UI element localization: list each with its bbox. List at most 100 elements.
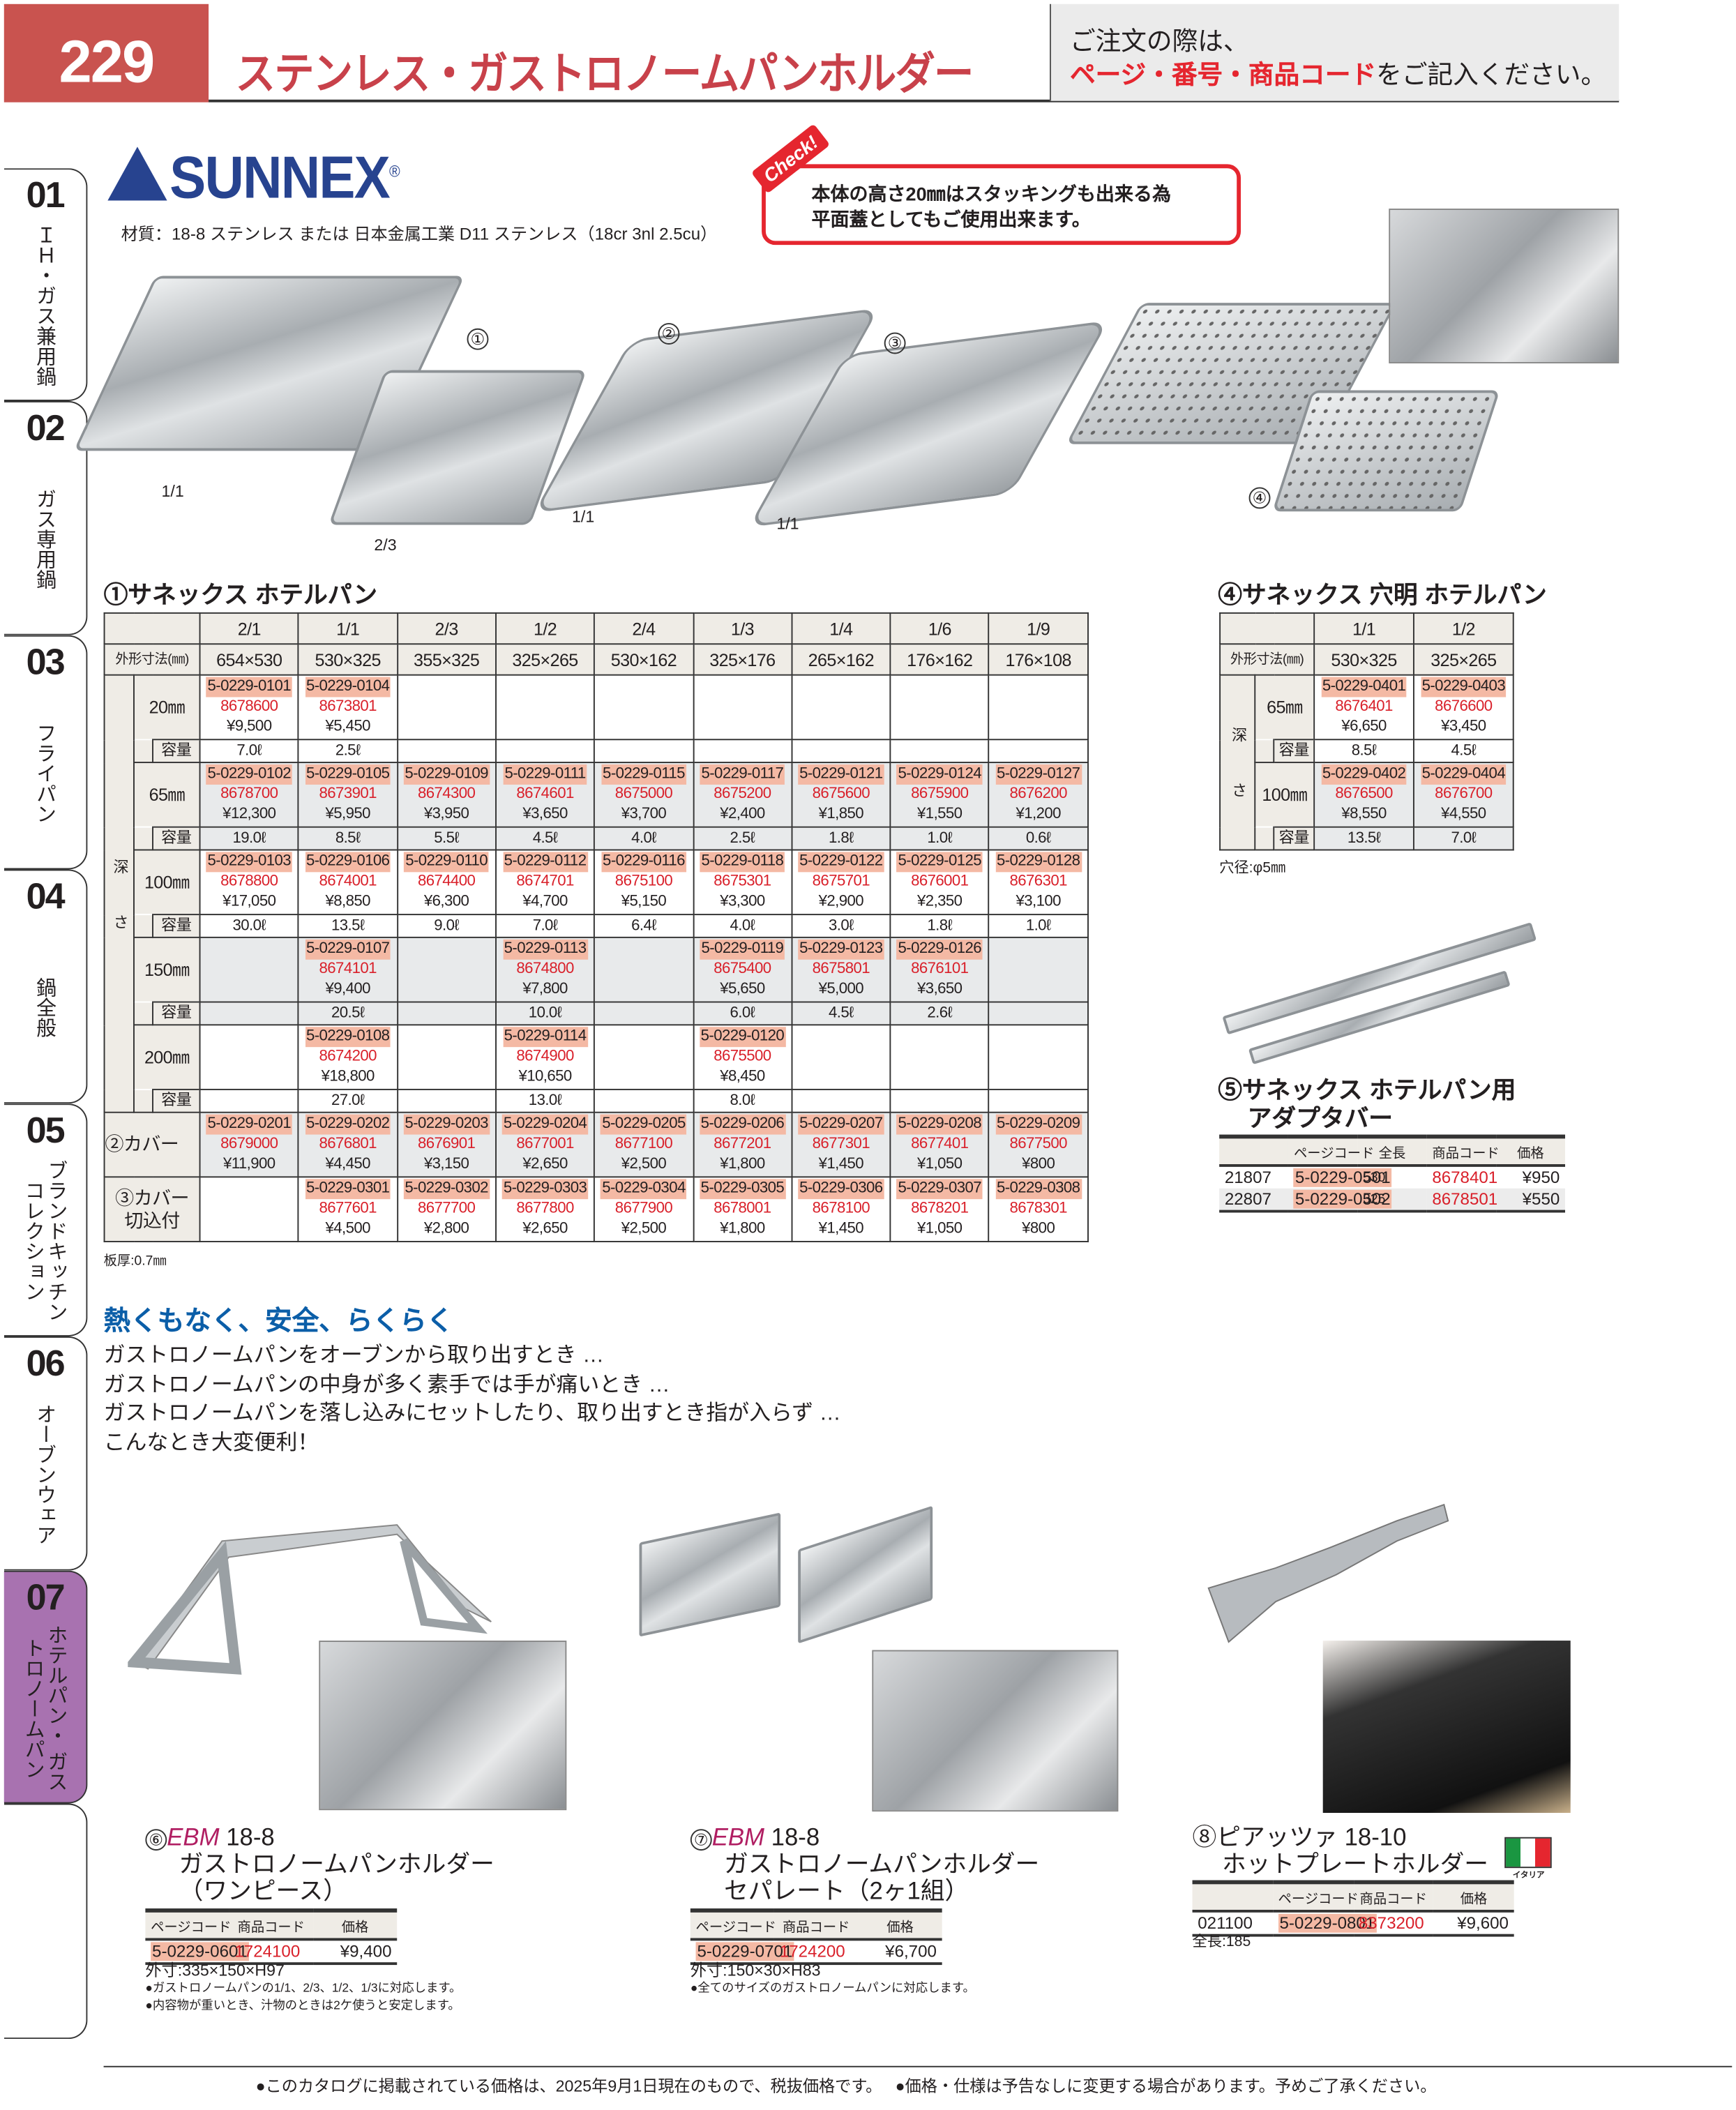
price: ¥5,950 [325, 806, 370, 822]
capacity-value: 1.8ℓ [791, 826, 891, 851]
page-code: 5-0229-0112 [502, 852, 588, 873]
page-code: 5-0229-0114 [502, 1027, 588, 1048]
price: ¥4,700 [522, 894, 568, 910]
page-code: 5-0229-0108 [305, 1027, 391, 1048]
price: ¥4,450 [325, 1156, 370, 1173]
price: ¥3,450 [1441, 718, 1486, 735]
logo-text: SUNNEX [169, 145, 391, 211]
product8-size: 全長:185 [1192, 1934, 1251, 1950]
capacity-value [988, 1088, 1089, 1113]
tab-label: 鍋全般 [33, 976, 57, 1037]
product-code: 8675701 [812, 873, 870, 890]
column-header: 商品コード [774, 1908, 859, 1941]
price: ¥2,500 [621, 1156, 667, 1173]
price: ¥3,150 [423, 1156, 469, 1173]
product-code: 1724200 [774, 1939, 859, 1966]
product-code: 8678301 [1009, 1200, 1068, 1217]
capacity-value: 4.0ℓ [594, 826, 694, 851]
product-code: 8677201 [714, 1136, 771, 1152]
product-code: 8676001 [911, 873, 969, 890]
product6-size: 外寸:335×150×H97 [145, 1961, 285, 1980]
product6-brand: EBM [167, 1823, 220, 1851]
length: 325 [1363, 1191, 1386, 1207]
product-code: 8678700 [220, 785, 278, 802]
product7-note: ●全てのサイズのガストロノームパンに対応します。 [690, 1981, 975, 1995]
product-cell [889, 674, 990, 741]
capacity-value [889, 1088, 990, 1113]
page-code: 5-0229-0127 [995, 764, 1082, 785]
page-code: 5-0229-0124 [896, 764, 983, 785]
tab-label: ブランドキッチン コレクション [22, 1160, 68, 1322]
price: ¥1,050 [917, 1156, 963, 1173]
column-header: ページコード [145, 1908, 232, 1941]
page-code: 5-0229-0501 [1294, 1168, 1392, 1187]
price: ¥5,650 [720, 981, 765, 997]
column-header: 価格 [1433, 1880, 1514, 1913]
order-note: ご注文の際は、 ページ・番号・商品コードをご記入ください。 [1050, 3, 1620, 101]
capacity-value: 8.5ℓ [298, 826, 398, 851]
page-code: 5-0229-0207 [798, 1114, 884, 1135]
check-line1: 本体の高さ20㎜はスタッキングも出来る為 [811, 183, 1171, 205]
dimension-value: 265×162 [791, 643, 891, 676]
depth-label-char: 深 [1230, 727, 1246, 743]
product-cell [988, 674, 1089, 741]
depth-spacer [133, 827, 153, 851]
depth-spacer [133, 1089, 153, 1113]
product-cell [988, 1024, 1089, 1090]
capacity-value: 1.0ℓ [889, 826, 990, 851]
price: ¥1,050 [917, 1221, 963, 1237]
price: ¥3,100 [1016, 894, 1061, 910]
dimension-value: 176×108 [988, 643, 1089, 676]
capacity-label: 容量 [1273, 739, 1315, 764]
page-code-cell: 5-0229-0501 [1288, 1166, 1392, 1189]
price: ¥6,300 [423, 894, 469, 910]
page-code: 5-0229-0204 [501, 1114, 589, 1135]
product-code: 8676901 [417, 1136, 476, 1152]
sunnex-logo: SUNNEX® [107, 145, 400, 212]
price-cell: ¥950 [1496, 1166, 1565, 1189]
header-divider [209, 99, 1620, 103]
size-header: 1/6 [889, 612, 990, 645]
price: ¥1,550 [917, 806, 963, 822]
capacity-label: 容量 [152, 914, 201, 938]
product-cell [199, 1024, 299, 1090]
product-code: 8674900 [516, 1048, 574, 1065]
capacity-value [594, 1088, 694, 1113]
capacity-value: 2.5ℓ [298, 739, 398, 764]
price: ¥10,650 [518, 1069, 572, 1085]
product6-subname: （ワンピース） [179, 1877, 348, 1905]
page-code: 5-0229-0121 [798, 764, 884, 785]
capacity-label: 容量 [152, 739, 201, 764]
product-code: 8675100 [614, 873, 673, 890]
capacity-value: 1.0ℓ [988, 914, 1089, 938]
product-code: 8677301 [812, 1136, 870, 1152]
capacity-value [199, 1001, 299, 1026]
tab-label: オーブンウェア [33, 1403, 57, 1545]
product-code: 8676301 [1009, 873, 1068, 890]
price: ¥2,500 [621, 1221, 667, 1237]
dimension-value: 176×162 [889, 643, 990, 676]
logo-triangle-icon [107, 146, 167, 201]
price: ¥550 [1522, 1189, 1560, 1209]
photo-label-lid2-1-1: 1/1 [776, 514, 799, 534]
product7-size: 外寸:150×30×H83 [690, 1961, 821, 1980]
depth-label-char: 深 [112, 858, 128, 874]
order-note-rest: をご記入ください。 [1376, 61, 1607, 91]
price: ¥800 [1022, 1156, 1055, 1173]
